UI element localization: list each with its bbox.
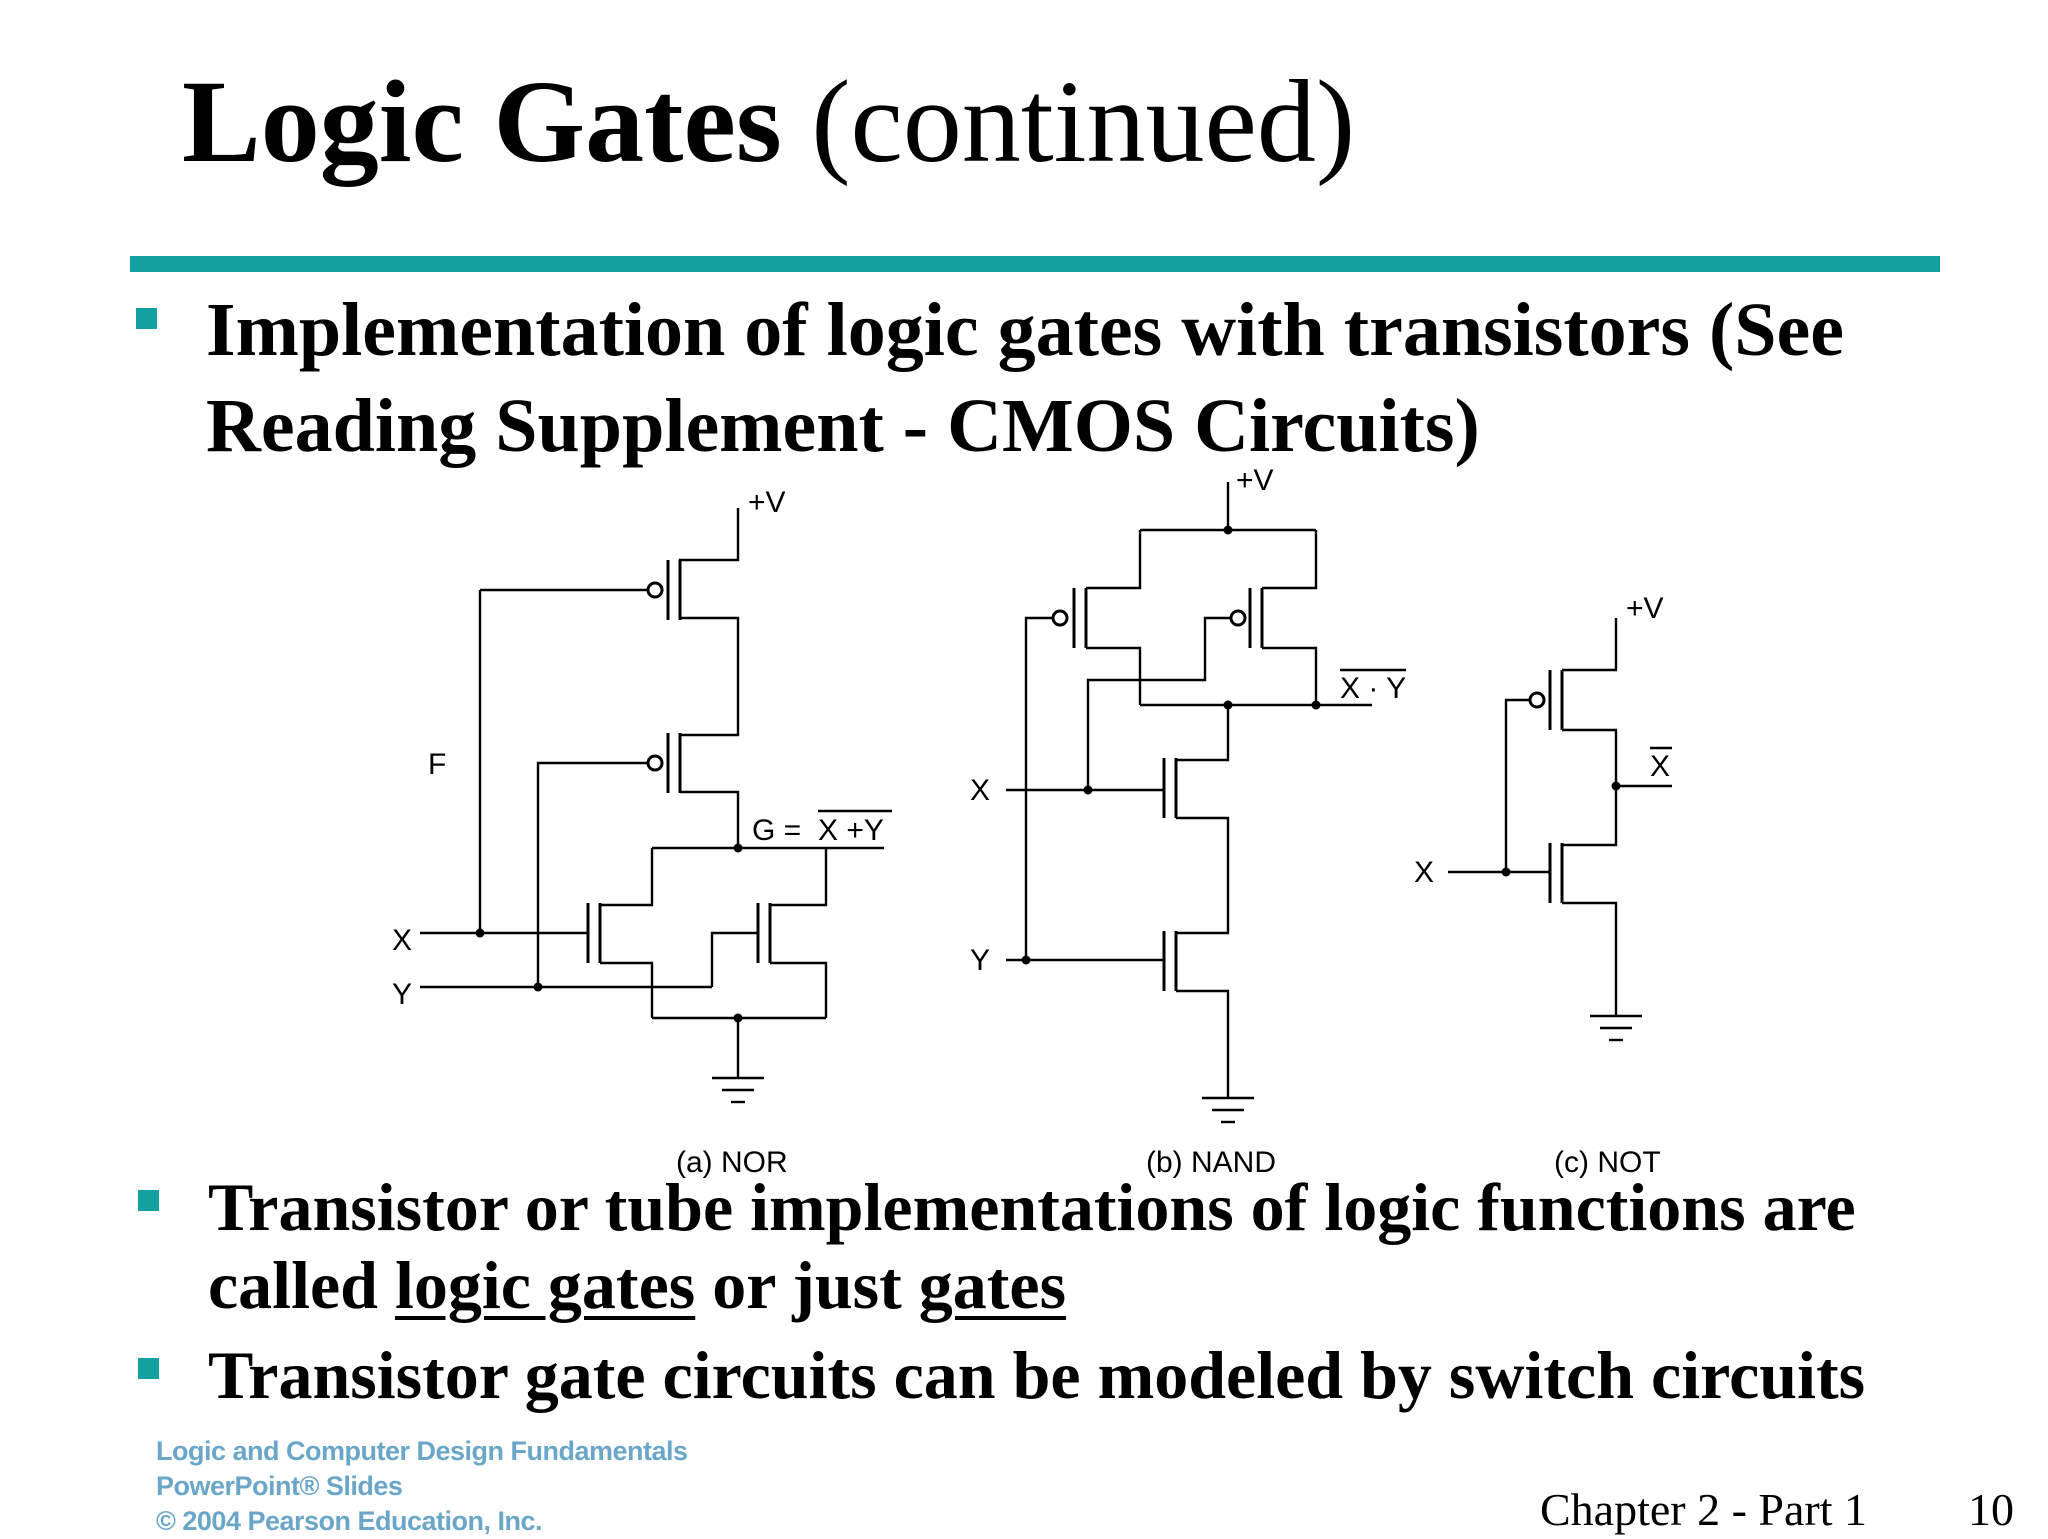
not-x-label: X (1414, 856, 1434, 889)
term-gates: gates (918, 1247, 1067, 1323)
bullet-square-icon (138, 1358, 159, 1379)
not-output-expr: X (1650, 750, 1670, 783)
term-logic-gates: logic gates (394, 1247, 696, 1323)
nor-y-label: Y (392, 978, 412, 1011)
bullet-text: Transistor gate circuits can be modeled … (208, 1337, 1866, 1413)
nor-caption: (a) NOR (676, 1146, 788, 1179)
chapter-label: Chapter 2 - Part 1 (1540, 1484, 1868, 1535)
not-circuit (1448, 618, 1672, 1042)
title-rest: (continued) (781, 56, 1356, 187)
nor-output-expr: X +Y (818, 814, 884, 847)
bullet-text-pre: Transistor or tube implementations of lo… (208, 1169, 1856, 1323)
nand-caption: (b) NAND (1146, 1146, 1276, 1179)
bullet-logic-gates: Transistor or tube implementations of lo… (138, 1168, 1968, 1324)
title-bold: Logic Gates (182, 56, 782, 187)
nor-circuit (420, 508, 892, 1104)
bullet-implementation: Implementation of logic gates with trans… (136, 282, 1966, 474)
bullet-text-mid: or just (695, 1247, 919, 1323)
bullet-square-icon (136, 308, 157, 329)
not-supply-label: +V (1626, 592, 1664, 625)
diagram-labels: +V F X Y G = X +Y (a) NOR +V X Y X · Y (… (392, 464, 1670, 1179)
title-divider (130, 256, 1940, 272)
nand-circuit (1006, 482, 1406, 1124)
slide-title: Logic Gates (continued) (182, 52, 1355, 192)
bullet-switch-circuits: Transistor gate circuits can be modeled … (138, 1336, 1968, 1414)
nand-y-label: Y (970, 944, 990, 977)
credit-line-2: PowerPoint® Slides (156, 1471, 403, 1501)
bullet-square-icon (138, 1190, 159, 1211)
nor-output-prefix: G = (752, 814, 801, 847)
page-number: 10 (1968, 1484, 2014, 1535)
credit-line-1: Logic and Computer Design Fundamentals (156, 1436, 688, 1466)
publisher-credit: Logic and Computer Design Fundamentals P… (156, 1434, 688, 1539)
credit-line-3: © 2004 Pearson Education, Inc. (156, 1506, 543, 1536)
bullet-text: Implementation of logic gates with trans… (206, 288, 1845, 468)
not-caption: (c) NOT (1554, 1146, 1661, 1179)
nor-f-label: F (428, 748, 446, 781)
nor-supply-label: +V (748, 486, 786, 519)
nand-supply-label: +V (1236, 464, 1274, 497)
nand-x-label: X (970, 774, 990, 807)
nor-x-label: X (392, 924, 412, 957)
nand-output-expr: X · Y (1340, 672, 1406, 705)
